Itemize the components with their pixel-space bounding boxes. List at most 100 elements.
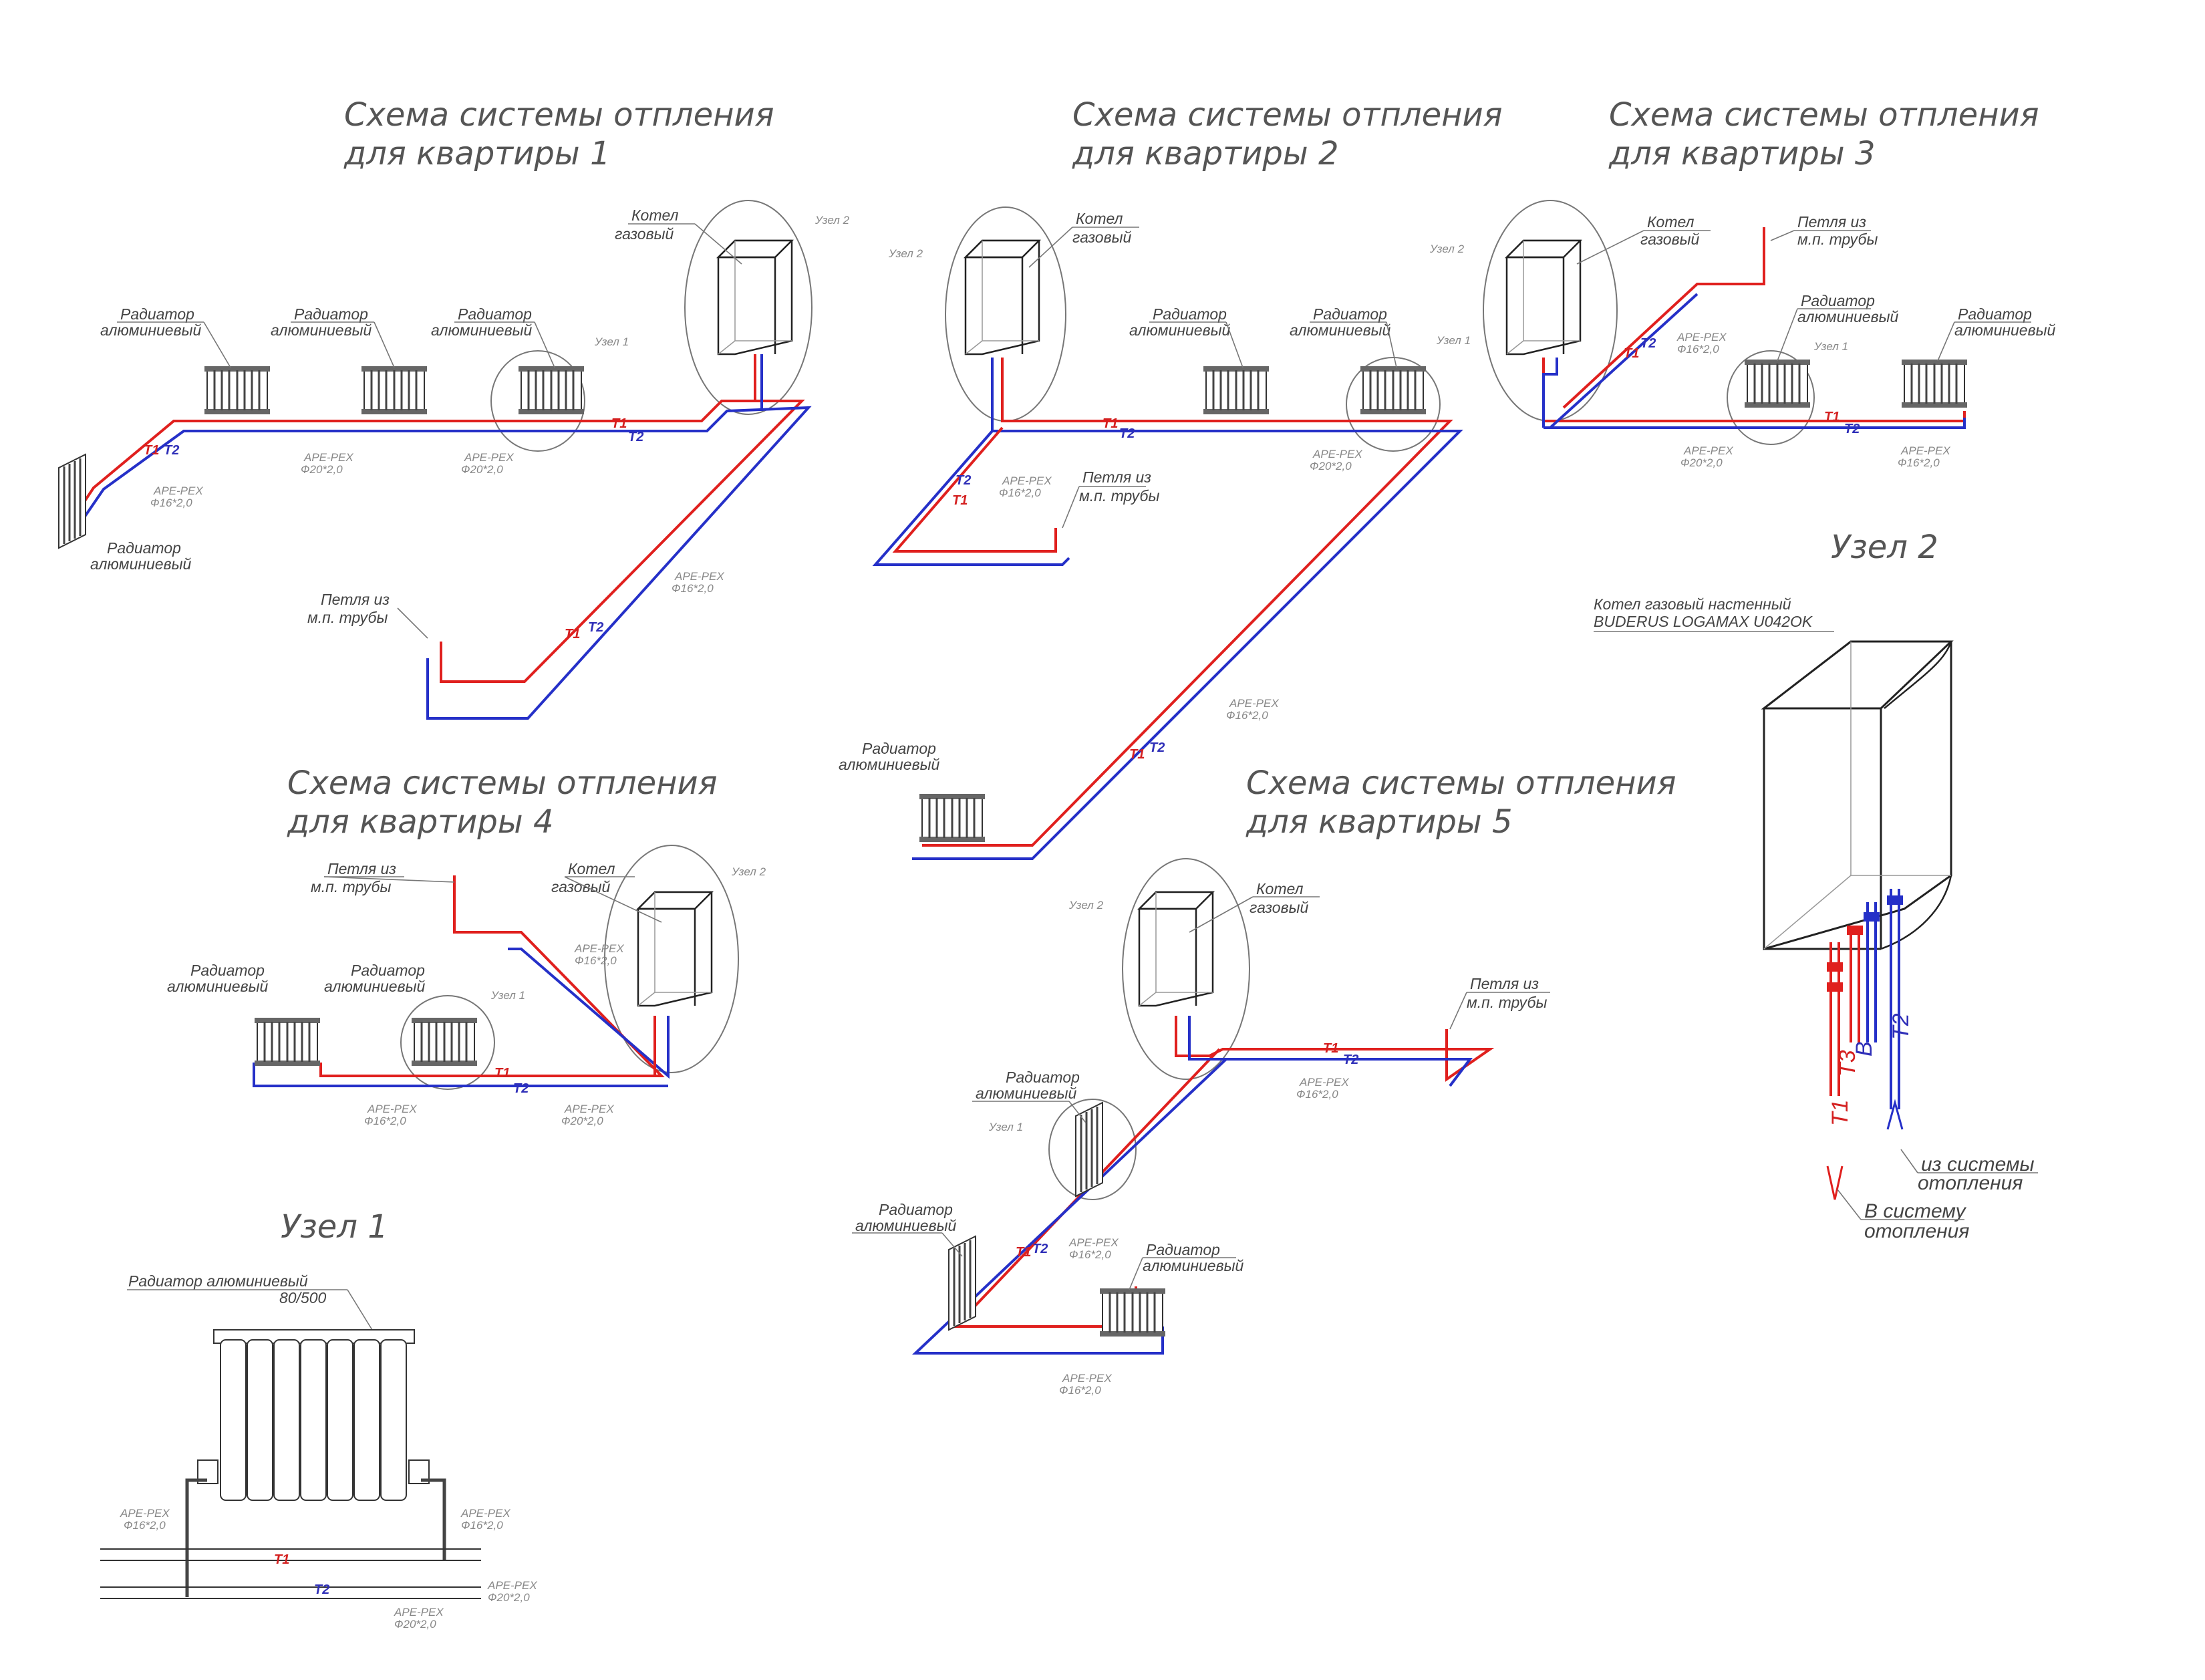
inlet-label: из системы [1921,1153,2035,1175]
radiator-label: алюминиевый [1143,1257,1244,1274]
node1-detail-title: Узел 1 [281,1208,388,1246]
pipe-label-t2: T2 [1119,426,1135,441]
pipe-spec: APE-PEX [674,570,724,583]
scheme-2-title-line2: для квартиры 2 [1072,135,1338,172]
boiler-label: Котел [1256,880,1304,897]
pipe-label-t2: T2 [588,620,603,635]
outlet-label: отопления [1864,1220,1969,1242]
pipe-spec: Ф20*2,0 [1310,460,1352,472]
scheme-apartment-2: Схема системы отпления для квартиры 2 T1… [839,96,1503,860]
radiator-label: Радиатор [351,962,425,979]
pipe-spec: APE-PEX [487,1579,537,1592]
inlet-label: отопления [1918,1172,2023,1194]
pipe-label-t1: T1 [1624,346,1639,361]
boiler-label: Котел [568,860,615,877]
radiator-label: Радиатор [107,539,181,557]
radiator-label: Радиатор [879,1201,953,1218]
radiator-label: Радиатор [1006,1069,1080,1086]
pipe-spec: APE-PEX [303,451,353,464]
pipe-spec: APE-PEX [464,451,514,464]
pipe-spec: Ф16*2,0 [1677,343,1719,356]
node1-circle [1048,1099,1137,1200]
pipe-spec: APE-PEX [1229,697,1279,710]
scheme-apartment-4: Схема системы отпления для квартиры 4 T1… [167,764,766,1127]
radiator-detail-size: 80/500 [279,1289,327,1306]
pipe-label-t1: T1 [611,416,627,431]
radiator-label: Радиатор [1958,305,2032,323]
pipe-spec: Ф20*2,0 [301,463,343,476]
pipe-spec: Ф16*2,0 [364,1115,406,1127]
radiator-label: Радиатор [1313,305,1387,323]
gas-boiler [717,239,793,356]
radiator-label: Радиатор [1146,1241,1220,1258]
radiator-label: Радиатор [458,305,532,323]
pipe-label-t1: T1 [1827,1099,1853,1126]
node2-circle [1122,858,1250,1080]
pipe-label-t3: T3 [1835,1050,1860,1077]
pipe-spec: Ф16*2,0 [461,1519,503,1532]
node1-circle [490,350,585,452]
pipe-label-t1: T1 [144,443,159,458]
pipe-spec: APE-PEX [1068,1236,1119,1249]
radiator-label: алюминиевый [1129,321,1231,339]
loop-label: м.п. трубы [1079,487,1159,505]
radiator [517,365,585,416]
radiator [410,1016,478,1067]
radiator [1900,358,1968,409]
radiator-label: Радиатор [120,305,194,323]
node2-circle [604,845,739,1073]
pipe-spec: APE-PEX [1299,1076,1349,1089]
boiler-label: газовый [615,225,674,243]
pipe-label-b: B [1852,1041,1877,1057]
node1-label: Узел 1 [1813,340,1848,353]
loop-label: Петля из [327,860,396,877]
pipe-spec: Ф16*2,0 [1226,709,1268,722]
node2-label: Узел 2 [1068,899,1104,912]
radiator-label: алюминиевый [1954,321,2056,339]
pipe-label-t2: T2 [1343,1053,1358,1067]
radiator-label: Радиатор [1801,292,1875,309]
scheme-apartment-1: Схема системы отпления для квартиры 1 T1… [57,96,850,720]
loop-label: м.п. трубы [311,878,391,895]
node2-label: Узел 2 [731,865,766,878]
pipe-label-t2: T2 [314,1582,329,1597]
pipe-spec: Ф20*2,0 [1680,456,1723,469]
pipe-spec: Ф16*2,0 [124,1519,166,1532]
pipe-spec: APE-PEX [1900,444,1950,457]
pipe-label-t2: T2 [513,1081,529,1096]
scheme-3-title-line1: Схема системы отпления [1609,96,2039,134]
scheme-4-title-line2: для квартиры 4 [287,803,553,841]
pipe-label-t2: T2 [1149,740,1165,755]
gas-boiler [1138,891,1214,1007]
pipe-label-t1: T1 [952,493,968,508]
radiator-label: Радиатор [1153,305,1227,323]
pipe-spec: Ф20*2,0 [488,1591,530,1604]
radiator-label: алюминиевый [167,978,269,995]
boiler-model-label: Котел газовый настенный [1594,595,1791,613]
loop-label: м.п. трубы [1467,994,1547,1011]
scheme-5-title-line1: Схема системы отпления [1246,764,1676,802]
pipe-spec: APE-PEX [1312,448,1362,460]
leader-lines [117,223,2031,1290]
node1-label: Узел 1 [988,1121,1023,1133]
pipe-spec: APE-PEX [564,1103,614,1115]
node1-circle [1346,357,1441,452]
radiator [947,1235,977,1331]
scheme-5-title-line2: для квартиры 5 [1245,803,1512,841]
pipe-label-t1: T1 [274,1552,289,1567]
scheme-apartment-3: Схема системы отпления для квартиры 3 T1… [1429,96,2056,469]
scheme-3-title-line2: для квартиры 3 [1608,135,1875,172]
pipe-spec: APE-PEX [460,1507,510,1520]
radiator [1074,1101,1104,1198]
radiator [1359,365,1427,416]
pipe-spec: APE-PEX [1676,331,1727,343]
boiler-label: газовый [1072,229,1132,246]
loop-label: Петля из [321,591,390,608]
node1-circle [1727,350,1815,445]
boiler-label: Котел [631,206,679,224]
radiator [1743,358,1811,409]
scheme-2-title-line1: Схема системы отпления [1072,96,1503,134]
boiler-label: газовый [551,878,611,895]
pipe-label-t1: T1 [1323,1041,1338,1056]
